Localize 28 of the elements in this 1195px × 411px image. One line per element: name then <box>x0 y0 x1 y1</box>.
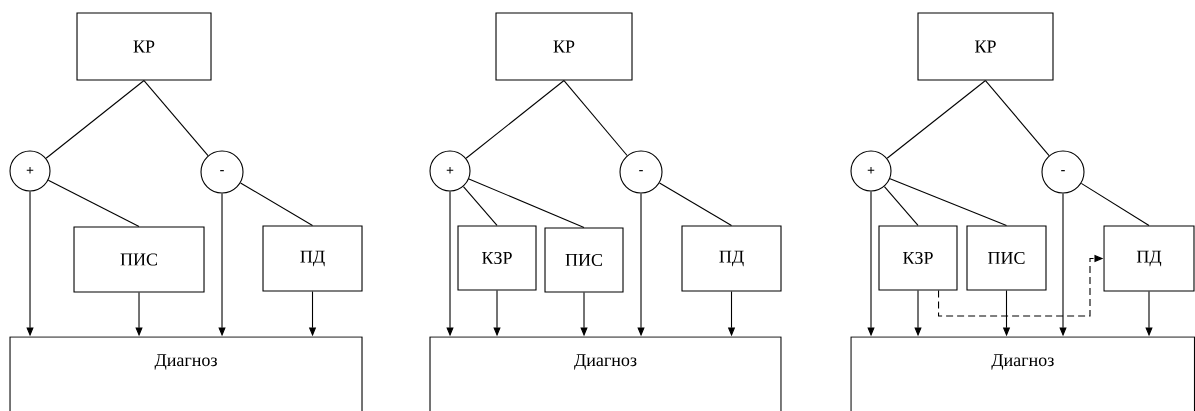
diagnosis-box: Диагноз <box>9 336 363 411</box>
connector-line <box>47 179 140 227</box>
process-box: ПИС <box>966 225 1047 291</box>
process-box: КР <box>495 12 633 81</box>
connector-line <box>1080 182 1150 226</box>
connector-line <box>563 80 628 157</box>
process-box: КР <box>917 12 1054 81</box>
connector-line <box>45 80 145 159</box>
process-box: ПД <box>262 225 363 292</box>
connector-line <box>143 80 209 157</box>
diagnosis-box: Диагноз <box>429 336 782 411</box>
connector-line <box>984 80 1050 157</box>
connector-line <box>886 80 987 159</box>
process-box: КР <box>76 12 212 81</box>
process-box: ПИС <box>544 227 624 293</box>
connector-line <box>465 80 565 159</box>
connector-line <box>659 182 733 226</box>
connector-line <box>889 178 1008 226</box>
process-box: КЗР <box>878 225 958 291</box>
process-box: КЗР <box>457 225 537 291</box>
process-box: ПИС <box>73 226 205 293</box>
diagnosis-box: Диагноз <box>850 336 1195 411</box>
connector-line <box>240 182 314 226</box>
connector-line <box>462 186 498 226</box>
process-box: ПД <box>1103 225 1195 292</box>
connector-line <box>468 178 585 228</box>
connector-line <box>883 186 919 226</box>
process-box: ПД <box>681 225 782 292</box>
